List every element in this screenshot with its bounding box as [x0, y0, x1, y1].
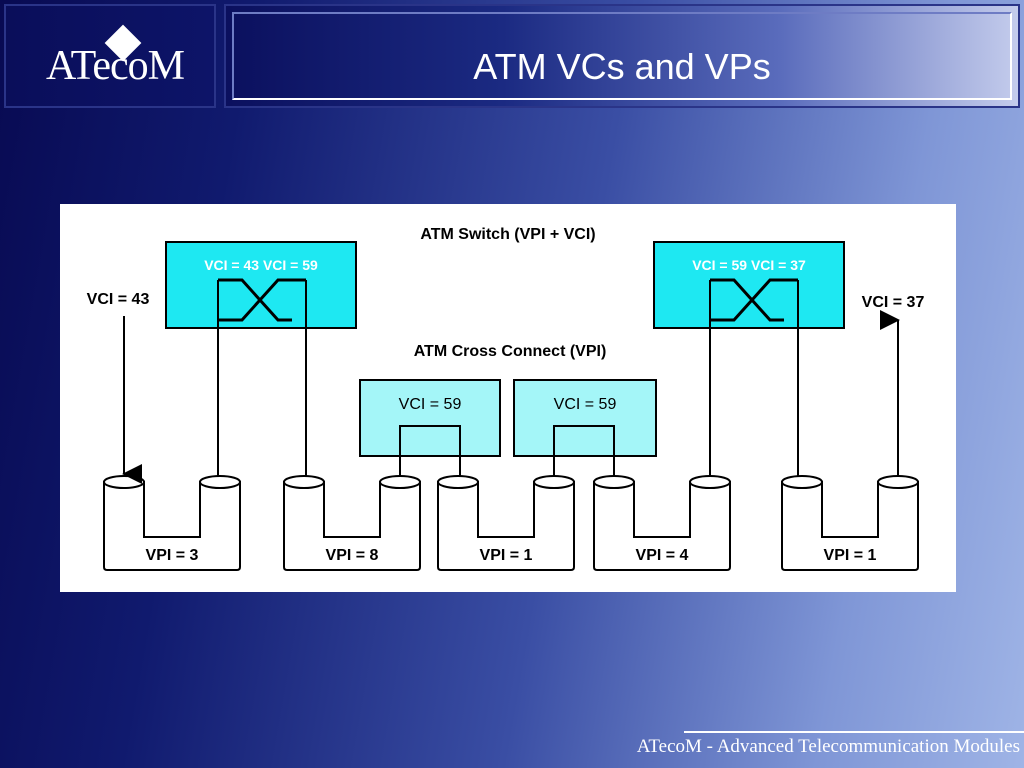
vpi-cylinders — [103, 475, 919, 571]
output-vci-label: VCI = 37 — [862, 294, 925, 311]
vpi-label-4: VPI = 4 — [636, 547, 689, 564]
cc-left-label: VCI = 59 — [399, 396, 462, 413]
atm-diagram-svg: ATM Switch (VPI + VCI) ATM Cross Connect… — [87, 226, 925, 571]
switch-heading: ATM Switch (VPI + VCI) — [420, 226, 595, 243]
atm-diagram: ATM Switch (VPI + VCI) ATM Cross Connect… — [60, 204, 956, 592]
input-vci-label: VCI = 43 — [87, 291, 150, 308]
vpi-label-1: VPI = 3 — [146, 547, 199, 564]
logo-text: ATecoM — [46, 43, 185, 89]
vpi-cylinder-1a — [437, 475, 575, 571]
slide-title: ATM VCs and VPs — [473, 46, 771, 87]
title-bevel — [232, 12, 1012, 100]
connection-lines — [217, 280, 799, 538]
atm-switch-left — [165, 241, 357, 329]
vpi-cylinder-8 — [283, 475, 421, 571]
vpi-label-3: VPI = 1 — [480, 547, 533, 564]
cc-right-label: VCI = 59 — [554, 396, 617, 413]
vpi-cylinder-4 — [593, 475, 731, 571]
footer-text: ATecoM - Advanced Telecommunication Modu… — [636, 736, 1020, 757]
vpi-label-5: VPI = 1 — [824, 547, 877, 564]
atm-switch-right — [653, 241, 845, 329]
logo-panel: ATecoM — [4, 4, 216, 108]
title-panel: ATM VCs and VPs — [224, 4, 1020, 108]
switch-right-cross — [710, 278, 798, 322]
switch-left-label: VCI = 43 VCI = 59 — [204, 257, 318, 273]
cross-connect-left — [359, 379, 501, 457]
footer-divider — [684, 731, 1024, 733]
cross-connect-right — [513, 379, 657, 457]
vpi-label-2: VPI = 8 — [326, 547, 379, 564]
switch-right-label: VCI = 59 VCI = 37 — [692, 257, 806, 273]
cross-connect-heading: ATM Cross Connect (VPI) — [414, 343, 607, 360]
switch-left-cross — [218, 278, 306, 322]
vpi-cylinder-1b — [781, 475, 919, 571]
